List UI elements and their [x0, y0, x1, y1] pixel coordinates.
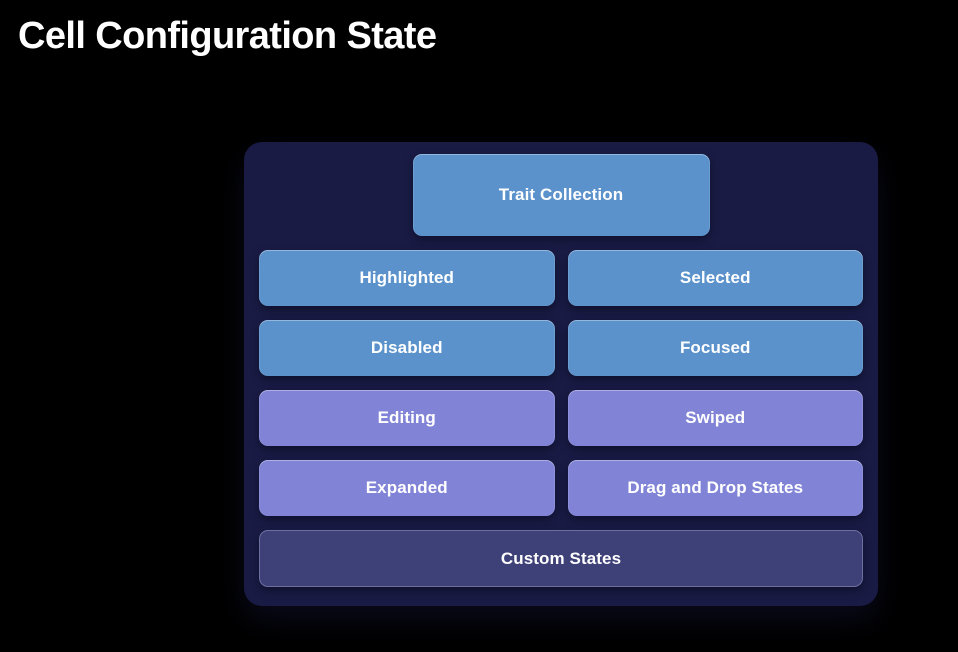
cell-configuration-panel: Trait Collection Highlighted Selected Di… — [244, 142, 878, 606]
state-box-editing: Editing — [259, 390, 555, 446]
page-title: Cell Configuration State — [18, 15, 437, 57]
state-label-swiped: Swiped — [685, 408, 746, 427]
state-label-selected: Selected — [679, 268, 751, 287]
state-box-expanded: Expanded — [259, 460, 555, 516]
trait-collection-box: Trait Collection — [412, 154, 710, 236]
states-grid: Highlighted Selected Disabled Focused Ed… — [259, 250, 863, 516]
custom-states-label: Custom States — [500, 548, 622, 568]
state-box-swiped: Swiped — [567, 390, 863, 446]
trait-collection-row: Trait Collection — [259, 154, 863, 236]
trait-collection-label: Trait Collection — [498, 185, 624, 204]
custom-states-box: Custom States — [259, 530, 863, 587]
state-box-selected: Selected — [567, 250, 863, 306]
state-label-disabled: Disabled — [370, 338, 443, 357]
state-label-highlighted: Highlighted — [359, 268, 455, 287]
state-label-drag-and-drop: Drag and Drop States — [627, 478, 804, 497]
state-box-drag-and-drop: Drag and Drop States — [567, 460, 863, 516]
state-label-expanded: Expanded — [365, 478, 448, 497]
state-label-focused: Focused — [679, 338, 751, 357]
state-box-disabled: Disabled — [259, 320, 555, 376]
state-label-editing: Editing — [377, 408, 436, 427]
state-box-focused: Focused — [567, 320, 863, 376]
state-box-highlighted: Highlighted — [259, 250, 555, 306]
